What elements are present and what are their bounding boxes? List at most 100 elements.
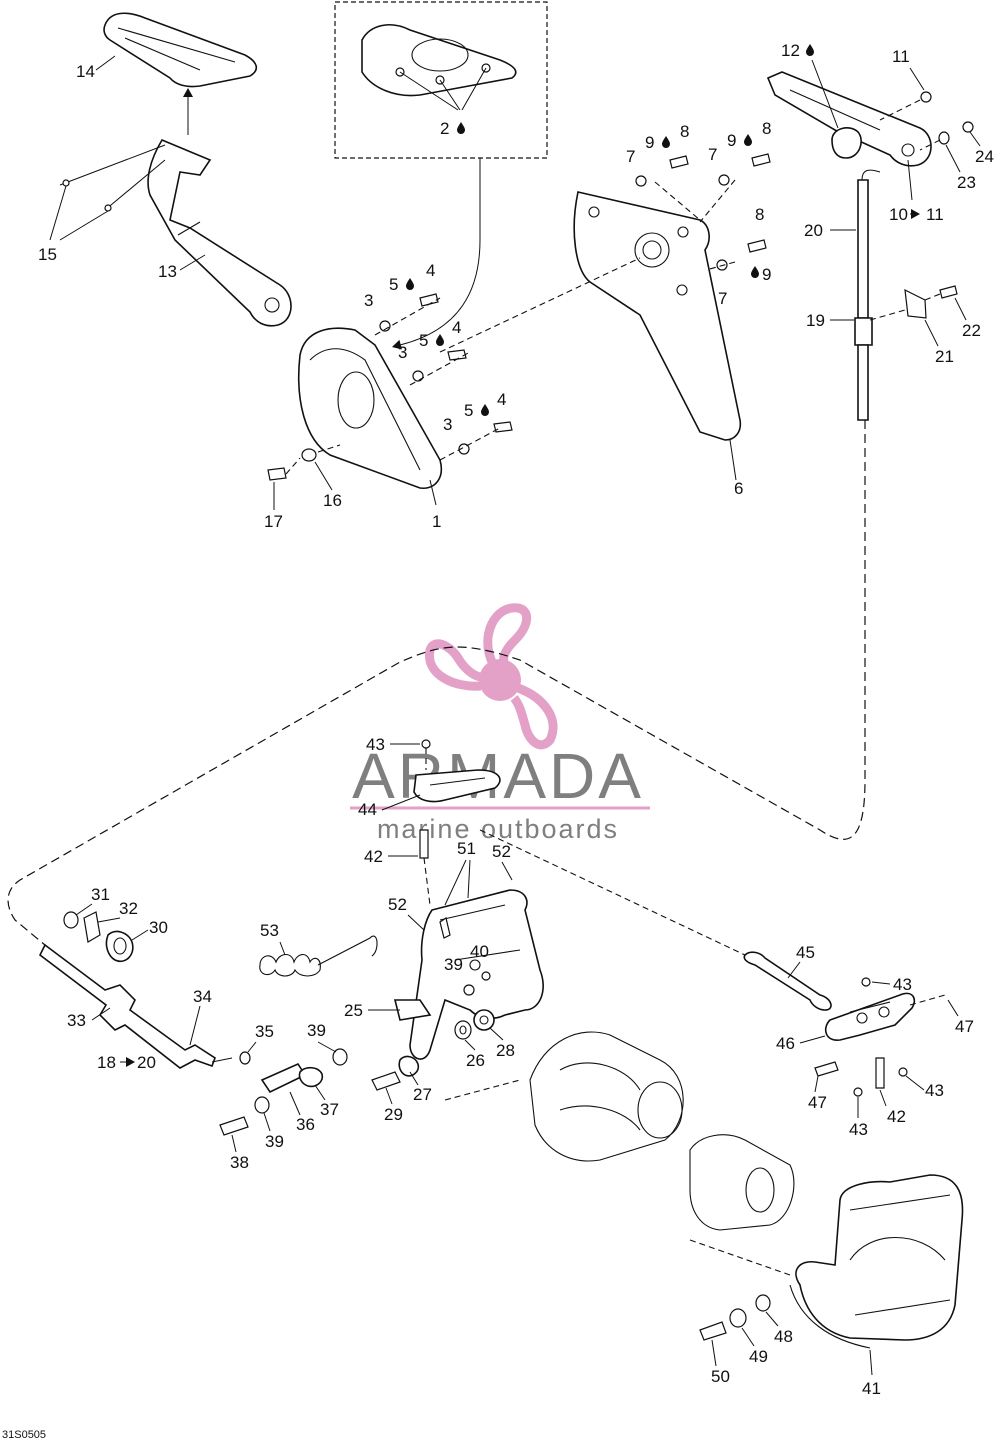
part-14-pedal [103,12,258,135]
callout-5c: 5 [464,401,473,420]
callout-26: 26 [466,1051,485,1070]
oil-drop-icon [744,134,752,146]
callout-2: 2 [440,119,449,138]
part-6-plate [439,191,742,481]
hardware-35-39-27-29 [219,1048,420,1136]
oil-drop-icon [806,44,814,56]
right-arrow-icon [911,209,920,219]
callout-47a: 47 [955,1017,974,1036]
callout-18-ref: 20 [137,1053,156,1072]
diagram-code: 31S0505 [2,1429,46,1441]
callout-19: 19 [806,311,825,330]
callout-46: 46 [776,1034,795,1053]
callout-43b: 43 [893,975,912,994]
part-30-31-32 [63,911,134,962]
callout-9c: 9 [762,265,771,284]
jet-pump-ghost [444,1031,795,1276]
oil-drop-icon [751,266,759,278]
part-53-spring [259,935,378,977]
callout-24: 24 [975,147,994,166]
callout-12: 12 [781,41,800,60]
callout-33: 33 [67,1011,86,1030]
oil-drop-icon [406,278,414,290]
callout-17: 17 [264,512,283,531]
callout-48: 48 [774,1327,793,1346]
callout-20: 20 [804,221,823,240]
callout-37: 37 [320,1100,339,1119]
callout-8a: 8 [680,122,689,141]
callout-6: 6 [734,479,743,498]
callout-3c: 3 [443,415,452,434]
oil-drop-icon [457,122,465,134]
callout-39b: 39 [307,1021,326,1040]
callout-25: 25 [344,1001,363,1020]
inset-detail [334,1,548,352]
callout-36: 36 [296,1115,315,1134]
callout-3a: 3 [364,291,373,310]
propeller-logo [425,603,558,750]
hardware-7-8-9 [635,153,771,271]
hardware-26-28-39-40 [454,971,495,1040]
hardware-3-4-5 [374,293,513,461]
callout-3b: 3 [398,343,407,362]
oil-drop-icon [662,136,670,148]
callout-7b: 7 [708,145,717,164]
callout-50: 50 [711,1367,730,1386]
oil-drop-icon [481,404,489,416]
callout-42b: 42 [887,1107,906,1126]
armada-watermark: ARMADA marine outboards [350,603,650,844]
callout-10-ref: 11 [926,205,944,224]
callout-13: 13 [158,262,177,281]
callout-22: 22 [962,321,981,340]
callout-49: 49 [749,1347,768,1366]
callout-23: 23 [957,173,976,192]
callout-39a: 39 [444,955,463,974]
callout-42a: 42 [364,847,383,866]
reverse-link-run [479,829,746,956]
callout-43d: 43 [849,1120,868,1139]
callout-34: 34 [193,987,212,1006]
callout-1: 1 [432,512,441,531]
callout-15: 15 [38,245,57,264]
callout-41: 41 [862,1379,881,1398]
callout-39c: 39 [265,1132,284,1151]
throttle-cable-run [7,420,866,946]
right-arrow-icon [126,1057,135,1067]
callout-labels: 14 15 13 2 3 5 4 3 5 4 3 5 4 16 17 1 7 9… [38,41,994,1398]
part-33-34-cable [38,943,251,1069]
callout-53: 53 [260,921,279,940]
callout-27: 27 [413,1085,432,1104]
callout-7a: 7 [626,147,635,166]
callout-21: 21 [935,347,954,366]
callout-9a: 9 [645,133,654,152]
callout-40: 40 [470,942,489,961]
callout-8b: 8 [762,119,771,138]
hardware-16-17 [267,444,341,481]
callout-9b: 9 [727,131,736,150]
callout-52a: 52 [492,842,511,861]
callout-28: 28 [496,1041,515,1060]
callout-43c: 43 [925,1081,944,1100]
callout-5b: 5 [419,331,428,350]
callout-51: 51 [457,839,476,858]
callout-52b: 52 [388,895,407,914]
callout-38: 38 [230,1153,249,1172]
callout-29: 29 [384,1105,403,1124]
callout-35: 35 [255,1022,274,1041]
callout-44: 44 [358,800,377,819]
part-41-nozzle [789,1174,964,1376]
callout-8c: 8 [755,205,764,224]
callout-7c: 7 [718,289,727,308]
callout-14: 14 [76,62,95,81]
part-13-lever [49,138,292,327]
callout-31: 31 [91,885,110,904]
hardware-48-49-50 [699,1294,771,1341]
callout-43a: 43 [366,735,385,754]
part-46-lever [814,977,946,1097]
callout-4b: 4 [452,318,461,337]
oil-drop-icon [436,334,444,346]
part-19-20-cable [854,169,958,421]
callout-4c: 4 [497,390,506,409]
callout-45: 45 [796,943,815,962]
